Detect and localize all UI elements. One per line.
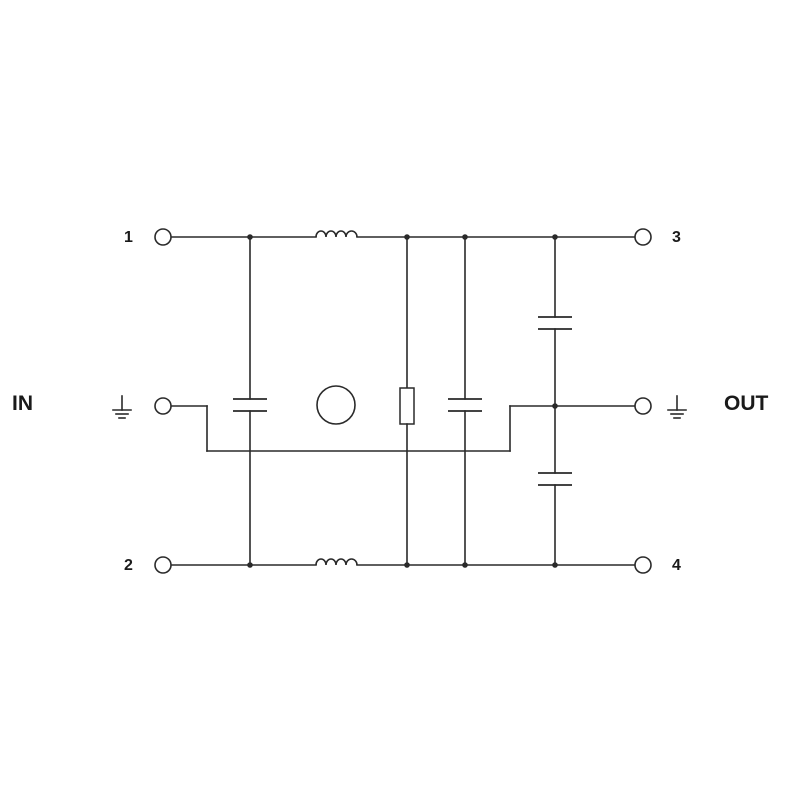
terminal-2-label: 2 (124, 557, 133, 574)
terminal-ground-out (634, 397, 652, 415)
inductor-icon (315, 230, 358, 238)
terminal-2 (154, 556, 172, 574)
input-label: IN (12, 392, 33, 415)
capacitor-icon (448, 236, 482, 566)
terminal-4-label: 4 (672, 557, 681, 574)
capacitor-icon (538, 405, 572, 566)
resistor-icon (399, 236, 415, 566)
output-label: OUT (724, 392, 769, 415)
ground-icon (667, 395, 687, 419)
capacitor-icon (538, 236, 572, 407)
terminal-3 (634, 228, 652, 246)
inductor-icon (315, 558, 358, 566)
ground-bus (171, 405, 635, 452)
terminal-1 (154, 228, 172, 246)
ferrite-core-icon (316, 385, 356, 425)
terminal-4 (634, 556, 652, 574)
capacitor-icon (233, 236, 267, 566)
terminal-ground-in (154, 397, 172, 415)
junction-dots (247, 234, 558, 568)
ground-icon (112, 395, 132, 419)
terminal-1-label: 1 (124, 229, 133, 246)
terminal-3-label: 3 (672, 229, 681, 246)
